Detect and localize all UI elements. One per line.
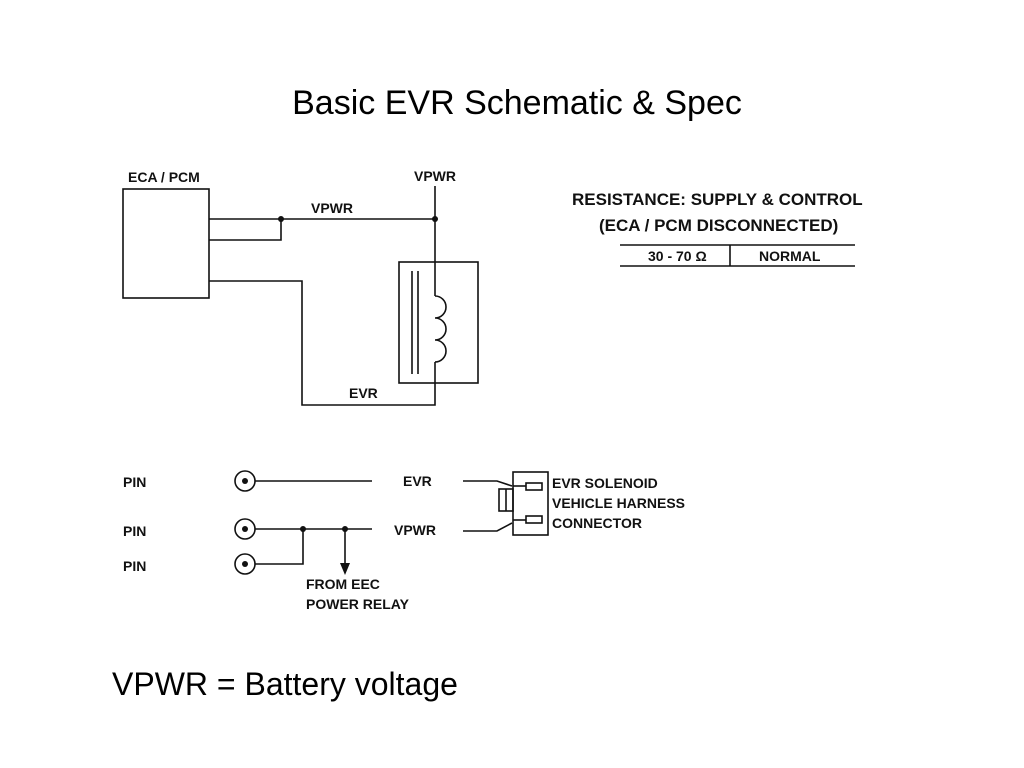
splice-dot [278,216,284,222]
source-line1: FROM EEC [306,576,380,592]
eca-pcm-label: ECA / PCM [128,169,200,185]
connector-desc-line2: VEHICLE HARNESS [552,495,685,511]
pin-label-1: PIN [123,474,146,490]
evr-wire-label: EVR [349,385,378,401]
arrow-down-icon [340,529,350,575]
spec-result: NORMAL [759,248,821,264]
evr-control-wire [209,280,436,406]
vpwr-pin-label: VPWR [394,522,436,538]
spec-heading-line1: RESISTANCE: SUPPLY & CONTROL [572,190,863,209]
slide-footer: VPWR = Battery voltage [112,666,458,702]
connector-desc-line3: CONNECTOR [552,515,642,531]
pin-label-2: PIN [123,523,146,539]
coil-solenoid-icon [411,262,447,383]
pin3-jumper-wire [255,529,304,565]
slide-title: Basic EVR Schematic & Spec [292,84,742,122]
source-line2: POWER RELAY [306,596,410,612]
connector-desc-line1: EVR SOLENOID [552,475,658,491]
spec-heading-line2: (ECA / PCM DISCONNECTED) [599,216,838,235]
splice-dot [432,216,438,222]
pin-label-3: PIN [123,558,146,574]
evr-pin-label: EVR [403,473,432,489]
vpwr-top-label: VPWR [414,168,456,184]
spec-value: 30 - 70 Ω [648,248,707,264]
vpwr-module-jumper [209,219,282,241]
vpwr-wire-label: VPWR [311,200,353,216]
harness-connector-icon [463,471,549,536]
pin-terminal-icon [234,553,256,575]
pin-terminal-icon [234,518,256,540]
evr-solenoid-box [398,261,479,384]
eca-pcm-module-box [122,188,210,299]
pin-terminal-icon [234,470,256,492]
